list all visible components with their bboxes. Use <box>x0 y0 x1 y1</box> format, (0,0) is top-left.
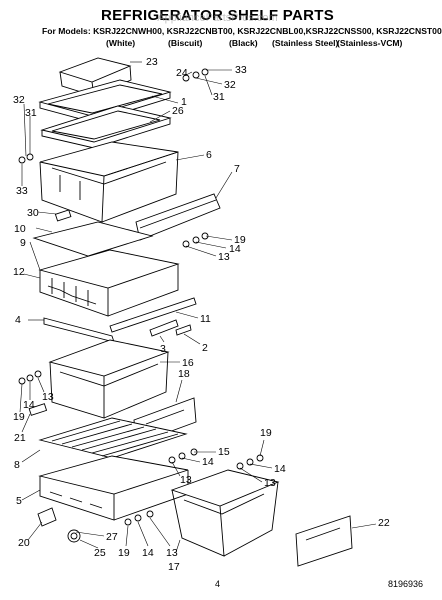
leader-lines <box>19 61 377 553</box>
callout-1: 1 <box>181 96 187 108</box>
callout-14c: 14 <box>202 456 214 468</box>
callout-33b: 33 <box>16 185 28 197</box>
callout-2: 2 <box>202 342 208 354</box>
callout-5: 5 <box>16 495 22 507</box>
callout-12: 12 <box>13 266 25 278</box>
part-22-drawer-front <box>295 515 353 567</box>
callout-33: 33 <box>235 64 247 76</box>
callout-7: 7 <box>234 163 240 175</box>
callout-6: 6 <box>206 149 212 161</box>
part-21-clip <box>28 403 48 416</box>
callout-labels: 23 24 33 32 31 1 26 32 31 33 6 7 30 10 9… <box>13 56 390 573</box>
finish-list: (White) (Biscuit) (Black) (Stainless Ste… <box>0 38 435 50</box>
callout-13e: 13 <box>166 547 178 559</box>
callout-20: 20 <box>18 537 30 549</box>
page-number: 4 <box>214 579 220 589</box>
callout-14d: 14 <box>274 463 286 475</box>
finish-white: (White) <box>106 38 136 48</box>
callout-19: 19 <box>234 234 246 246</box>
part-6-drawer <box>39 141 179 223</box>
part-9-shelf <box>38 249 180 317</box>
part-3-slide <box>149 319 179 337</box>
callout-31: 31 <box>213 91 225 103</box>
callout-13d: 13 <box>264 477 276 489</box>
callout-3: 3 <box>160 343 166 355</box>
part-26-shelf-frame <box>38 79 172 149</box>
page-title: REFRIGERATOR SHELF PARTS <box>100 7 335 24</box>
callout-25: 25 <box>94 547 106 559</box>
callout-19c: 19 <box>260 427 272 439</box>
callout-32: 32 <box>224 79 236 91</box>
callout-13: 13 <box>218 251 230 263</box>
part-5-shelf <box>38 455 189 521</box>
callout-14b: 14 <box>23 399 35 411</box>
part-30-clip <box>54 209 72 222</box>
watermark: AppliancePartsPros.com <box>157 12 278 24</box>
part-11-rail <box>109 297 197 333</box>
part-25-knob <box>67 529 81 543</box>
callout-24: 24 <box>176 67 188 79</box>
callout-13c: 13 <box>180 474 192 486</box>
callout-32b: 32 <box>13 94 25 106</box>
callout-21: 21 <box>14 432 26 444</box>
callout-26: 26 <box>172 105 184 117</box>
finish-stainless-vcm: (Stainless-VCM) <box>337 38 403 48</box>
part-2-slide <box>175 324 192 336</box>
finish-stainless-steel: (Stainless Steel) <box>272 38 339 48</box>
part-7-drawer-front <box>135 193 221 241</box>
callout-8: 8 <box>14 459 20 471</box>
callout-13b: 13 <box>42 391 54 403</box>
callout-10: 10 <box>14 223 26 235</box>
callout-14: 14 <box>229 243 241 255</box>
callout-18: 18 <box>178 368 190 380</box>
finish-black: (Black) <box>229 38 258 48</box>
callout-30: 30 <box>27 207 39 219</box>
callout-19d: 19 <box>118 547 130 559</box>
part-17-drawer <box>170 469 280 557</box>
part-10-glass <box>32 221 154 257</box>
callout-19b: 19 <box>13 411 25 423</box>
document-number: 8196936 <box>388 579 424 589</box>
callout-27: 27 <box>106 531 118 543</box>
fasteners <box>18 68 264 526</box>
finish-biscuit: (Biscuit) <box>168 38 203 48</box>
part-8-shelf-grid <box>38 417 188 459</box>
part-16-drawer <box>48 339 170 419</box>
callout-9: 9 <box>20 237 26 249</box>
callout-14e: 14 <box>142 547 154 559</box>
callout-22: 22 <box>378 517 390 529</box>
part-25-knob-inner <box>70 532 78 540</box>
callout-31b: 31 <box>25 107 37 119</box>
part-4-rail <box>43 317 115 343</box>
callout-4: 4 <box>15 314 21 326</box>
callout-17: 17 <box>168 561 180 573</box>
callout-23: 23 <box>146 56 158 68</box>
callout-16: 16 <box>182 357 194 369</box>
model-list: For Models: KSRJ22CNWH00, KSRJ22CNBT00, … <box>42 26 442 36</box>
callout-15: 15 <box>218 446 230 458</box>
callout-11: 11 <box>200 313 211 325</box>
part-20-clip <box>37 507 57 527</box>
